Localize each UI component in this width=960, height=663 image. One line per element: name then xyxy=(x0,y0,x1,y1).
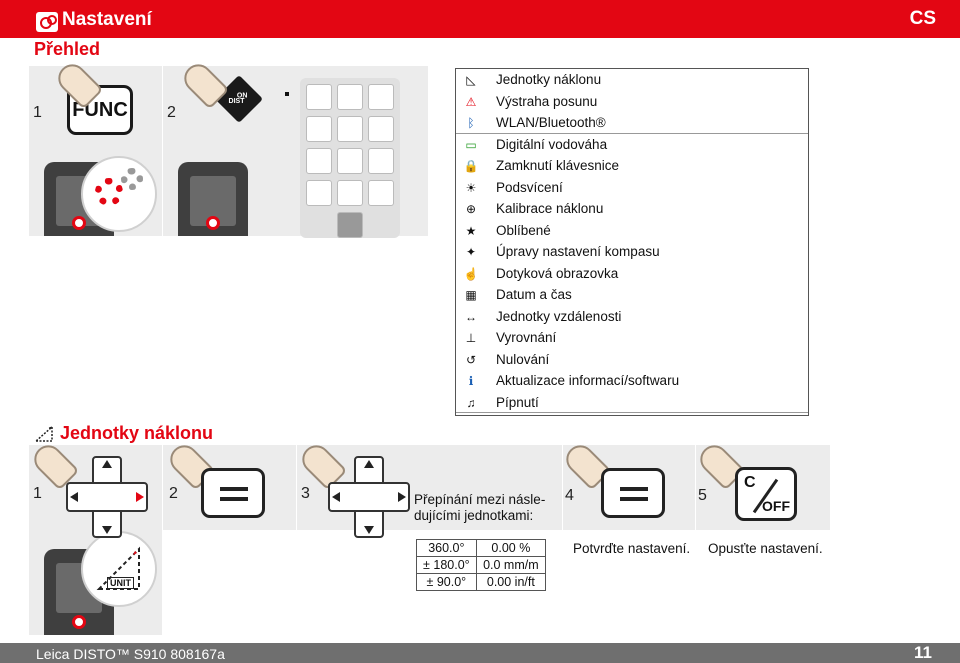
step-number: 2 xyxy=(167,104,176,121)
wlan-bluetooth-icon: ᛒ xyxy=(467,116,475,130)
legend-label: Aktualizace informací/softwaru xyxy=(496,373,680,388)
calibration-icon: ⊕ xyxy=(465,202,477,216)
legend-row: ⚠ Výstraha posunu xyxy=(456,91,808,113)
legend-label: Oblíbené xyxy=(496,222,551,238)
legend-row: ◺ Jednotky náklonu xyxy=(456,69,808,91)
step-number: 5 xyxy=(698,487,707,504)
reset-icon: ↺ xyxy=(465,352,477,367)
unit-icon xyxy=(96,546,140,590)
compass-icon: ✦ xyxy=(465,245,477,259)
table-row: ± 90.0°0.00 in/ft xyxy=(416,573,547,591)
step-number: 1 xyxy=(33,104,42,121)
table-cell: 0.00 % xyxy=(475,539,547,557)
legend-label: Datum a čas xyxy=(496,287,572,302)
align-icon: ⊥ xyxy=(465,331,477,345)
level-icon: ▭ xyxy=(465,137,477,152)
legend-row: ᛒ WLAN/Bluetooth® xyxy=(456,112,808,134)
legend-row: ⊥ Vyrovnání xyxy=(456,327,808,349)
unit-icon: ◺ xyxy=(466,73,476,87)
page-number: 11 xyxy=(914,643,932,662)
exit-note: Opusťte nastavení. xyxy=(708,541,823,556)
legend-row: ↔ Jednotky vzdálenosti xyxy=(456,306,808,328)
legend-label: Pípnutí xyxy=(496,394,539,410)
gear-icon xyxy=(121,168,143,190)
table-cell: 360.0° xyxy=(416,539,477,557)
equals-button[interactable] xyxy=(201,468,265,518)
table-cell: ± 180.0° xyxy=(416,556,477,574)
legend-label: Vyrovnání xyxy=(496,330,557,345)
confirm-note: Potvrďte nastavení. xyxy=(573,541,691,556)
step-number: 4 xyxy=(565,487,574,504)
tilt-warning-icon: ⚠ xyxy=(465,94,477,109)
calendar-icon: ▦ xyxy=(465,288,477,302)
switch-note: Přepínání mezi násle- dujícími jednotkam… xyxy=(414,492,546,523)
legend-label: Úpravy nastavení kompasu xyxy=(496,244,660,259)
music-icon: ♫ xyxy=(466,395,476,410)
section-heading: Jednotky náklonu xyxy=(60,423,214,443)
table-row: ± 180.0°0.0 mm/m xyxy=(416,556,547,574)
step-number: 1 xyxy=(33,485,42,502)
ruler-icon: ↔ xyxy=(465,309,477,324)
legend-row: ⊕ Kalibrace náklonu xyxy=(456,198,808,220)
table-cell: 0.00 in/ft xyxy=(475,573,547,591)
settings-legend: ◺ Jednotky náklonu ⚠ Výstraha posunu ᛒ WLAN/B… xyxy=(455,68,809,416)
legend-label: Jednotky náklonu xyxy=(496,72,602,87)
legend-row: ✦ Úpravy nastavení kompasu xyxy=(456,241,808,263)
info-icon: ℹ xyxy=(468,374,474,388)
footer-bar: Leica DISTO™ S910 808167a 11 xyxy=(0,643,960,663)
star-icon: ★ xyxy=(465,223,477,238)
legend-row: ☀ Podsvícení xyxy=(456,177,808,199)
legend-row: ▭ Digitální vodováha xyxy=(456,134,808,156)
step-number: 3 xyxy=(301,485,310,502)
device-image xyxy=(178,162,248,236)
legend-row: ♫ Pípnutí xyxy=(456,392,808,413)
legend-row: 🔒 Zamknutí klávesnice xyxy=(456,155,808,177)
legend-label: Podsvícení xyxy=(496,179,563,195)
nav-key[interactable] xyxy=(66,456,148,538)
legend-label: Nulování xyxy=(496,351,550,367)
legend-label: Kalibrace náklonu xyxy=(496,201,604,216)
tilt-unit-icon xyxy=(34,425,53,442)
indicator-dot xyxy=(285,92,289,96)
legend-label: Zamknutí klávesnice xyxy=(496,158,620,173)
legend-label: WLAN/Bluetooth® xyxy=(496,115,606,130)
header-bar: Nastavení CS xyxy=(0,0,960,38)
legend-row: ▦ Datum a čas xyxy=(456,284,808,306)
legend-label: Jednotky vzdálenosti xyxy=(496,308,622,324)
keypad-image xyxy=(300,78,400,238)
unit-circle: UNIT xyxy=(81,531,157,607)
touch-icon: ☝ xyxy=(463,266,479,281)
table-row: 360.0°0.00 % xyxy=(416,539,547,557)
overview-heading: Přehled xyxy=(34,39,101,59)
legend-row: ☝ Dotyková obrazovka xyxy=(456,263,808,285)
step-number: 2 xyxy=(169,485,178,502)
table-cell: ± 90.0° xyxy=(416,573,477,591)
legend-row: ℹ Aktualizace informací/softwaru xyxy=(456,370,808,392)
legend-label: Dotyková obrazovka xyxy=(496,265,619,281)
legend-row: ★ Oblíbené xyxy=(456,220,808,242)
bulb-icon: ☀ xyxy=(465,180,477,195)
page-title: Nastavení xyxy=(62,9,152,30)
settings-circle xyxy=(81,156,157,232)
lock-icon: 🔒 xyxy=(463,159,479,173)
legend-row: ↺ Nulování xyxy=(456,349,808,371)
language-code: CS xyxy=(909,8,936,29)
unit-label: UNIT xyxy=(107,577,134,589)
equals-button[interactable] xyxy=(601,468,665,518)
settings-gear-icon xyxy=(36,12,58,32)
legend-label: Výstraha posunu xyxy=(496,93,598,109)
nav-key[interactable] xyxy=(328,456,410,538)
footer-product: Leica DISTO™ S910 808167a xyxy=(36,646,225,662)
legend-label: Digitální vodováha xyxy=(496,136,608,152)
units-table: 360.0°0.00 %± 180.0°0.0 mm/m± 90.0°0.00 … xyxy=(416,539,547,591)
gear-icon xyxy=(95,178,123,206)
table-cell: 0.0 mm/m xyxy=(475,556,547,574)
